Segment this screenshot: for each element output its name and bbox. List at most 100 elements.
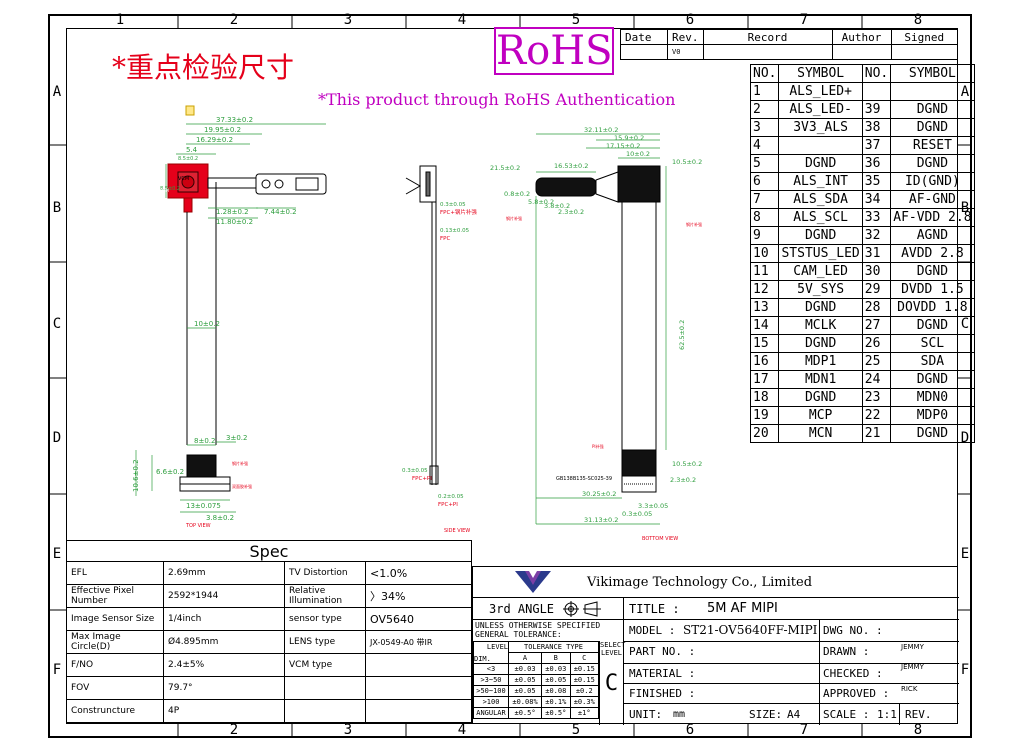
tolerance-row: >50~100±0.05±0.08±0.2 xyxy=(473,685,600,697)
tol-head-a: A xyxy=(507,652,543,664)
top-view-dim: 5.4 xyxy=(186,146,198,154)
spec-param: Image Sensor Size xyxy=(66,607,164,631)
drawn-value: JEMMY xyxy=(901,643,924,651)
pin-symbol-left xyxy=(778,136,863,155)
pin-no-right: 28 xyxy=(861,298,892,317)
bottom-view-dim: 17.15±0.2 xyxy=(606,142,640,150)
tol-c: ±1° xyxy=(569,707,600,719)
pin-head-no-left: NO. xyxy=(749,64,780,83)
scale-value: 1:1 xyxy=(877,708,897,721)
company-logo-icon xyxy=(515,571,551,593)
unit-value: mm xyxy=(673,709,686,720)
top-view-label: TOP VIEW xyxy=(185,523,211,529)
pin-symbol-left: ALS_LED- xyxy=(778,100,863,119)
pin-no-right: 27 xyxy=(861,316,892,335)
row-label-a: A xyxy=(52,84,62,100)
bottom-view-dim: 3.8±0.2 xyxy=(544,202,570,210)
tol-level-dim: LEVEL DIM. xyxy=(473,641,509,664)
tol-b: ±0.1% xyxy=(541,696,571,708)
tol-c: ±0.2 xyxy=(569,685,600,697)
tol-dim: <3 xyxy=(473,663,509,675)
bottom-view-dim: 10±0.2 xyxy=(626,150,650,158)
tolerance-row: <3±0.03±0.03±0.15 xyxy=(473,663,600,675)
pin-no-right: 26 xyxy=(861,334,892,353)
top-view-dim: 37.33±0.2 xyxy=(216,116,253,124)
pin-symbol-right: DGND xyxy=(890,118,975,137)
bottom-view-dim: 钢片补强 xyxy=(506,215,522,221)
row-label-b: B xyxy=(52,200,62,216)
spec-param: EFL xyxy=(66,561,164,585)
col-label-bottom-2: 2 xyxy=(229,722,239,738)
pin-no-left: 16 xyxy=(749,352,780,371)
tol-head-level: LEVEL xyxy=(486,642,508,651)
tol-head-type: TOLERANCE TYPE xyxy=(508,641,599,653)
tol-b: ±0.03 xyxy=(541,663,571,675)
spec-value: 1/4inch xyxy=(163,607,285,631)
spec-param: F/NO xyxy=(66,653,164,677)
pin-no-left: 1 xyxy=(749,82,780,101)
rev-signed xyxy=(890,44,958,60)
pin-no-left: 12 xyxy=(749,280,780,299)
pin-no-left: 10 xyxy=(749,244,780,263)
dwg-label: DWG NO. : xyxy=(823,624,883,637)
col-label-2: 2 xyxy=(229,12,239,28)
top-view-dim: VCM xyxy=(160,188,170,193)
spec-value: 79.7° xyxy=(163,676,285,700)
pin-no-right: 35 xyxy=(861,172,892,191)
spec-title: Spec xyxy=(66,540,472,562)
spec-param: Max Image Circle(D) xyxy=(66,630,164,654)
rev-head-author: Author xyxy=(831,29,892,45)
rohs-logo: RoHS xyxy=(494,27,614,75)
scale-label: SCALE : xyxy=(823,708,870,721)
top-view-dim: 19.95±0.2 xyxy=(204,126,241,134)
top-view-dim: 7.44±0.2 xyxy=(264,208,297,216)
pin-symbol-right: AF-VDD 2.8 xyxy=(890,208,975,227)
side-view-dim: 0.3±0.05 xyxy=(402,468,428,474)
spec-param: Effective Pixel Number xyxy=(66,584,164,608)
pin-symbol-left: 5V_SYS xyxy=(778,280,863,299)
pin-symbol-right: ID(GND) xyxy=(890,172,975,191)
pin-no-right xyxy=(861,82,892,101)
spec-value-2: <1.0% xyxy=(365,561,472,585)
bottom-view-dim: 5.8±0.2 xyxy=(528,198,554,206)
col-label-bottom-5: 5 xyxy=(571,722,581,738)
pin-no-right: 31 xyxy=(861,244,892,263)
top-view-dim: 3.8±0.2 xyxy=(206,514,234,522)
bottom-view-dim: 16.53±0.2 xyxy=(554,162,588,170)
spec-value: 2592*1944 xyxy=(163,584,285,608)
bottom-view-dim: 3.3±0.05 xyxy=(638,502,668,510)
spec-value: 2.4±5% xyxy=(163,653,285,677)
pin-no-left: 14 xyxy=(749,316,780,335)
tolerance-table: LEVEL DIM. TOLERANCE TYPE A B C <3 ±0.03 ±… xyxy=(473,641,600,719)
pin-no-right: 21 xyxy=(861,424,892,443)
tol-head-c: C xyxy=(569,652,600,664)
col-label-5: 5 xyxy=(571,12,581,28)
bottom-view-dim: 0.8±0.2 xyxy=(504,190,530,198)
side-view xyxy=(405,165,439,485)
tol-head-b: B xyxy=(541,652,571,664)
pin-symbol-left: ALS_LED+ xyxy=(778,82,863,101)
col-label-4: 4 xyxy=(457,12,467,28)
rev-value: V0 xyxy=(667,44,704,60)
pin-symbol-right: MDP0 xyxy=(890,406,975,425)
pin-symbol-left: DGND xyxy=(778,334,863,353)
bottom-view-dim: 31.13±0.2 xyxy=(584,516,618,524)
row-label-f: F xyxy=(52,662,62,678)
key-inspection-title: *重点检验尺寸 xyxy=(112,51,295,84)
pin-no-right: 38 xyxy=(861,118,892,137)
top-view-dim: 8±0.2 xyxy=(194,437,215,445)
top-view-dim: 1.28±0.2 xyxy=(216,208,249,216)
